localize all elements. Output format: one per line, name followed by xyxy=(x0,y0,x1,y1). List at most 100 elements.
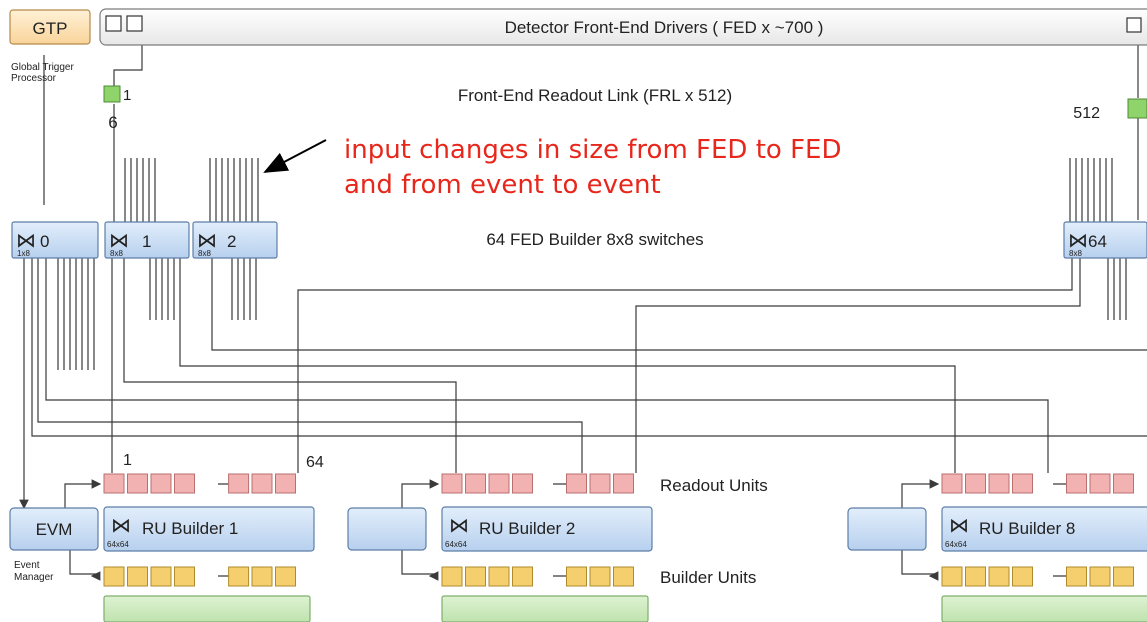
builder-unit xyxy=(103,566,125,587)
ru-builder-group-1: ⋈ 64x64 RU Builder 1 xyxy=(103,473,315,622)
readout-unit xyxy=(566,473,587,494)
filter-farm xyxy=(941,595,1147,622)
ru-builder-size: 64x64 xyxy=(445,540,467,549)
frl-first-index: 1 xyxy=(123,87,131,104)
builder-unit xyxy=(1113,566,1134,587)
ru-builder-box xyxy=(941,506,1147,552)
ru-builder-size: 64x64 xyxy=(945,540,967,549)
fed-port-last xyxy=(1126,17,1142,33)
builder-unit xyxy=(465,566,486,587)
gtp-label: GTP xyxy=(33,19,68,38)
builder-unit xyxy=(566,566,587,587)
fed-builder-switches: 64 FED Builder 8x8 switches ⋈ 1x8 0 ⋈ 8x… xyxy=(11,221,1147,259)
builder-unit xyxy=(941,566,963,587)
readout-unit xyxy=(103,473,125,494)
trigger-box-8 xyxy=(847,507,927,551)
readout-unit xyxy=(174,473,195,494)
switch-0: ⋈ 1x8 0 xyxy=(11,221,99,259)
annotation-line-1: input changes in size from FED to FED xyxy=(344,135,842,165)
fed-builders-label: 64 FED Builder 8x8 switches xyxy=(486,230,703,249)
readout-unit xyxy=(275,473,296,494)
frl-label: Front-End Readout Link (FRL x 512) xyxy=(458,86,732,105)
frl-link-last xyxy=(1127,98,1147,119)
filter-farm xyxy=(103,595,311,622)
gtp-block: GTP Global Trigger Processor xyxy=(9,9,91,84)
readout-unit xyxy=(1113,473,1134,494)
builder-units-label: Builder Units xyxy=(660,568,756,587)
builder-unit xyxy=(988,566,1010,587)
readout-unit xyxy=(613,473,634,494)
switch-icon: ⋈ xyxy=(109,230,129,252)
filter-farm xyxy=(441,595,649,622)
readout-unit xyxy=(512,473,533,494)
readout-unit xyxy=(1066,473,1087,494)
frl-last-index: 512 xyxy=(1073,105,1100,122)
switch-icon: ⋈ xyxy=(16,230,36,252)
switch-1: ⋈ 8x8 1 xyxy=(104,221,190,259)
gtp-caption-2: Processor xyxy=(11,73,57,84)
switch-size: 8x8 xyxy=(1069,249,1082,258)
evm-block: EVM Event Manager xyxy=(9,507,99,583)
frl-row: 1 6 Front-End Readout Link (FRL x 512) 5… xyxy=(103,85,1147,132)
switch-number: 2 xyxy=(227,232,236,251)
ru-builder-label: RU Builder 8 xyxy=(979,519,1075,538)
annotation: input changes in size from FED to FED an… xyxy=(263,135,842,200)
readout-unit xyxy=(465,473,486,494)
builder-unit xyxy=(127,566,148,587)
frl-link-symbol: 6 xyxy=(108,113,117,132)
readout-unit xyxy=(251,473,273,494)
ru-builder-box xyxy=(441,506,653,552)
gtp-caption-1: Global Trigger xyxy=(11,62,74,73)
builder-unit xyxy=(275,566,296,587)
builder-unit xyxy=(613,566,634,587)
builder-unit xyxy=(174,566,195,587)
switch-number: 1 xyxy=(142,232,151,251)
builder-unit xyxy=(589,566,611,587)
ru-index-first: 1 xyxy=(123,452,132,469)
builder-unit xyxy=(512,566,533,587)
builder-unit xyxy=(251,566,273,587)
builder-unit xyxy=(965,566,986,587)
switch-size: 1x8 xyxy=(17,249,30,258)
annotation-arrow xyxy=(263,139,327,173)
ru-index-last: 64 xyxy=(306,454,324,471)
builder-unit xyxy=(150,566,172,587)
switch-2: ⋈ 8x8 2 xyxy=(192,221,278,259)
builder-unit xyxy=(1012,566,1033,587)
switch-icon: ⋈ xyxy=(1068,230,1088,252)
switch-icon: ⋈ xyxy=(949,515,969,537)
readout-unit xyxy=(127,473,148,494)
wiring xyxy=(19,32,1147,581)
readout-unit xyxy=(941,473,963,494)
annotation-line-2: and from event to event xyxy=(344,170,661,200)
switch-number: 64 xyxy=(1088,232,1107,251)
readout-unit xyxy=(1089,473,1111,494)
switch-size: 8x8 xyxy=(198,249,211,258)
ru-builder-label: RU Builder 2 xyxy=(479,519,575,538)
switch-number: 0 xyxy=(40,232,49,251)
evm-caption-2: Manager xyxy=(14,572,54,583)
fed-bar-label: Detector Front-End Drivers ( FED x ~700 … xyxy=(505,18,824,37)
readout-units-label: Readout Units xyxy=(660,476,768,495)
switch-icon: ⋈ xyxy=(111,515,131,537)
readout-unit xyxy=(589,473,611,494)
ru-builder-group-8: ⋈ 64x64 RU Builder 8 xyxy=(941,473,1147,622)
readout-unit xyxy=(965,473,986,494)
ru-builder-size: 64x64 xyxy=(107,540,129,549)
switch-icon: ⋈ xyxy=(449,515,469,537)
builder-unit xyxy=(441,566,463,587)
readout-unit xyxy=(1012,473,1033,494)
evm-caption-1: Event xyxy=(14,560,40,571)
builder-unit xyxy=(1089,566,1111,587)
switch-icon: ⋈ xyxy=(197,230,217,252)
fed-port-1 xyxy=(105,15,122,32)
frl-link-first xyxy=(103,85,121,103)
readout-unit xyxy=(150,473,172,494)
evm-label: EVM xyxy=(36,520,73,539)
ru-builder-group-2: ⋈ 64x64 RU Builder 2 xyxy=(441,473,653,622)
readout-unit xyxy=(488,473,510,494)
fed-bar: Detector Front-End Drivers ( FED x ~700 … xyxy=(99,8,1147,46)
readout-unit xyxy=(228,473,250,494)
ru-builder-label: RU Builder 1 xyxy=(142,519,238,538)
